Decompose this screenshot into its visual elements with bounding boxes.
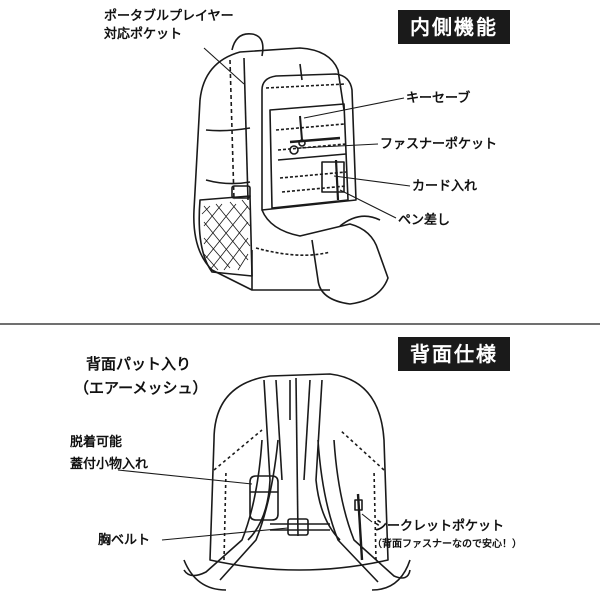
callout-pouch-line2: 蓋付小物入れ <box>70 457 149 472</box>
callout-chest-belt: 胸ベルト <box>98 533 151 548</box>
callout-card-slot: カード入れ <box>412 179 478 194</box>
leader-pen-holder <box>339 189 397 219</box>
leader-secret-pocket <box>361 513 373 523</box>
callout-player-pocket-line1: ポータブルプレイヤー <box>104 9 234 24</box>
leader-fastener-pocket <box>299 143 379 149</box>
callout-pouch-line1: 脱着可能 <box>70 435 123 450</box>
callout-key-safe: キーセーブ <box>406 91 471 106</box>
leader-key-safe <box>303 97 405 119</box>
section-title-back: 背面仕様 <box>398 337 510 371</box>
leader-chest-belt <box>161 527 289 541</box>
leader-player-pocket <box>203 47 245 85</box>
side-mesh-pattern <box>201 199 251 271</box>
backpack-back-illustration <box>183 373 411 591</box>
callout-player-pocket-line2: 対応ポケット <box>104 27 183 42</box>
callout-back-pad-line2: （エアーメッシュ） <box>74 379 208 397</box>
callout-pen-holder: ペン差し <box>398 213 451 228</box>
callout-fastener-pocket: ファスナーポケット <box>380 137 498 152</box>
backpack-front-illustration <box>193 33 389 305</box>
callout-secret-pocket: シークレットポケット <box>374 519 505 534</box>
callout-leaders <box>117 47 411 541</box>
callout-secret-pocket-note: （背面ファスナーなので安心！） <box>372 539 522 550</box>
leader-card-slot <box>333 175 411 187</box>
callout-back-pad-line1: 背面パット入り <box>86 355 192 373</box>
section-title-interior: 内側機能 <box>398 10 510 44</box>
leader-pouch <box>117 469 253 485</box>
